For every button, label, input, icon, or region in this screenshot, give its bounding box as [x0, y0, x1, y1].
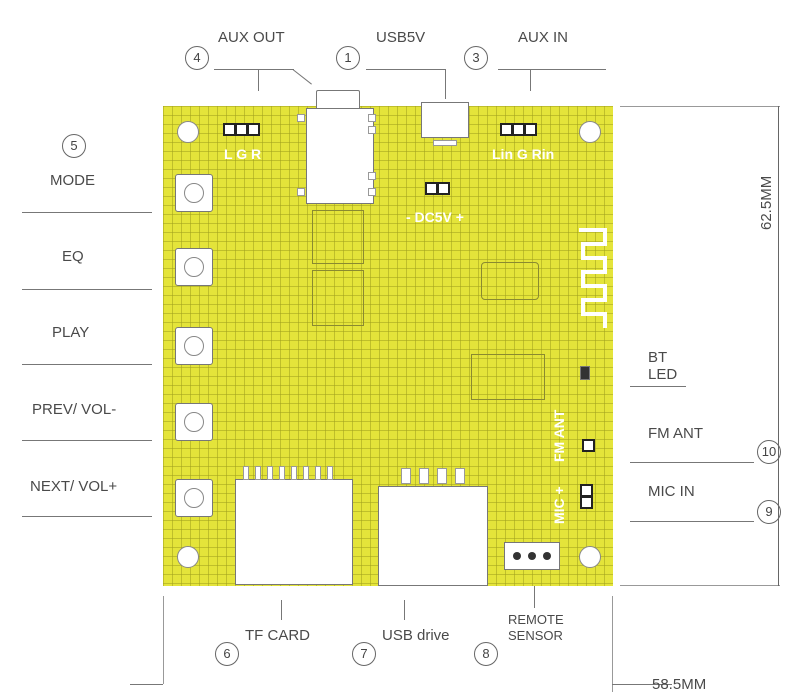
- callout-7: 7: [352, 642, 376, 666]
- sensor-label: SENSOR: [508, 628, 563, 643]
- leader-line: [630, 386, 686, 387]
- ic-outline: [312, 210, 364, 264]
- mounting-hole: [579, 546, 601, 568]
- mode-label: MODE: [50, 172, 95, 189]
- aux-out-header: [223, 123, 260, 136]
- aux-in-header: [500, 123, 537, 136]
- dimension-guide: [620, 585, 780, 586]
- ir-remote-sensor: [504, 542, 560, 570]
- jack-pad: [297, 188, 305, 196]
- eq-button[interactable]: [175, 248, 213, 286]
- leader-line: [258, 69, 259, 91]
- ic-outline: [312, 270, 364, 326]
- chip-outline: [481, 262, 539, 300]
- usb-a-port: [378, 486, 488, 586]
- remote-label: REMOTE: [508, 612, 564, 627]
- leader-line: [281, 600, 282, 620]
- dimension-guide: [163, 596, 164, 684]
- usb-pad: [433, 140, 457, 146]
- jack-pad: [368, 114, 376, 122]
- leader-line: [530, 69, 531, 91]
- dc5v-header: [425, 182, 450, 195]
- eq-label: EQ: [62, 248, 84, 265]
- chip-outline: [471, 354, 545, 400]
- leader-line: [498, 69, 606, 70]
- callout-4: 4: [185, 46, 209, 70]
- prev-vol-down-button[interactable]: [175, 403, 213, 441]
- divider: [22, 212, 152, 213]
- dc5v-silkscreen: - DC5V +: [406, 209, 464, 225]
- play-label: PLAY: [52, 324, 90, 341]
- audio-jack-barrel: [316, 90, 360, 110]
- leader-line: [404, 600, 405, 620]
- next-label: NEXT/ VOL+: [30, 478, 118, 495]
- usb-a-pins: [401, 468, 465, 484]
- divider: [22, 289, 152, 290]
- leader-line: [534, 584, 535, 608]
- bt-led: [580, 366, 590, 380]
- dimension-arrow: [612, 684, 672, 685]
- width-dimension-label: 58.5MM: [652, 676, 707, 693]
- mic-in-label: MIC IN: [648, 483, 695, 500]
- leader-line: [630, 462, 754, 463]
- callout-3: 3: [464, 46, 488, 70]
- dimension-guide: [612, 596, 613, 692]
- pcb-board: L G R Lin G Rin - DC5V + FM ANT MIC +: [163, 90, 613, 586]
- height-dimension-label: 62.5MM: [758, 175, 775, 230]
- micro-usb-port: [421, 102, 469, 138]
- mode-button[interactable]: [175, 174, 213, 212]
- mic-silkscreen: MIC +: [551, 486, 567, 524]
- callout-10: 10: [757, 440, 781, 464]
- mounting-hole: [177, 121, 199, 143]
- divider: [22, 440, 152, 441]
- bluetooth-antenna-trace: [579, 228, 607, 328]
- mounting-hole: [177, 546, 199, 568]
- leader-line: [445, 69, 446, 99]
- aux-out-label: AUX OUT: [218, 29, 285, 46]
- divider: [22, 516, 152, 517]
- tf-card-pins: [243, 466, 333, 480]
- play-button[interactable]: [175, 327, 213, 365]
- led-label: LED: [648, 366, 678, 383]
- dimension-arrow: [130, 684, 163, 685]
- tf-card-label: TF CARD: [245, 627, 310, 644]
- tf-card-slot: [235, 479, 353, 585]
- callout-6: 6: [215, 642, 239, 666]
- callout-9: 9: [757, 500, 781, 524]
- leader-line: [292, 69, 312, 85]
- usb-drive-label: USB drive: [382, 627, 450, 644]
- leader-line: [366, 69, 446, 70]
- leader-line: [214, 69, 294, 70]
- leader-line: [630, 521, 754, 522]
- aux-in-label: AUX IN: [518, 29, 569, 46]
- jack-pad: [368, 172, 376, 180]
- jack-pad: [297, 114, 305, 122]
- divider: [22, 364, 152, 365]
- mounting-hole: [579, 121, 601, 143]
- usb5v-label: USB5V: [376, 29, 426, 46]
- prev-label: PREV/ VOL-: [32, 401, 117, 418]
- fm-ant-label: FM ANT: [648, 425, 703, 442]
- fm-ant-pad: [582, 439, 595, 452]
- callout-5: 5: [62, 134, 86, 158]
- dimension-guide: [620, 106, 780, 107]
- bt-label: BT: [648, 349, 668, 366]
- jack-pad: [368, 126, 376, 134]
- lgr-silkscreen: L G R: [224, 146, 262, 162]
- fm-ant-silkscreen: FM ANT: [551, 409, 567, 462]
- mic-header: [580, 484, 593, 509]
- callout-8: 8: [474, 642, 498, 666]
- callout-1: 1: [336, 46, 360, 70]
- height-dimension-line: [778, 106, 779, 586]
- audio-jack: [306, 108, 374, 204]
- next-vol-up-button[interactable]: [175, 479, 213, 517]
- jack-pad: [368, 188, 376, 196]
- lin-g-rin-silkscreen: Lin G Rin: [492, 146, 555, 162]
